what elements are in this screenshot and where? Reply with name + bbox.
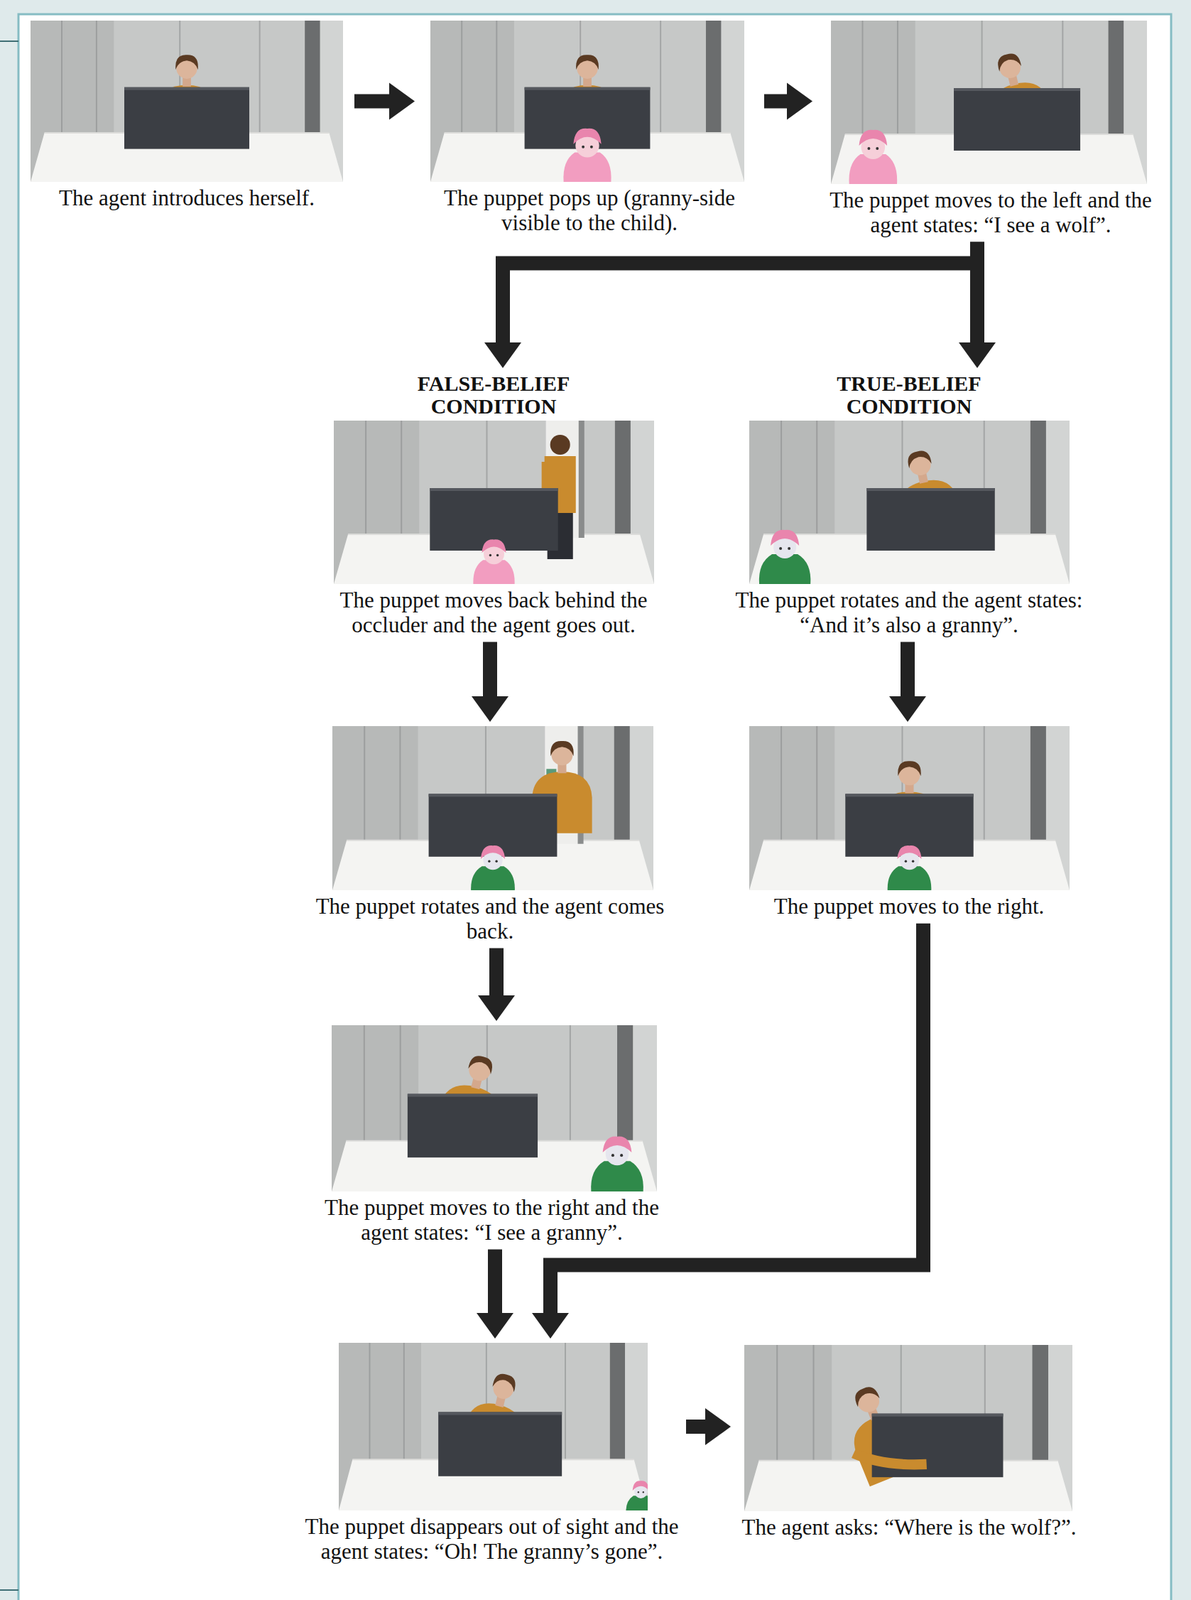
arrow-shaft <box>970 241 985 344</box>
arrow-shaft <box>900 641 915 698</box>
arrow-head <box>476 1312 514 1339</box>
step-caption: The puppet moves to the right and the ag… <box>298 1195 686 1245</box>
photo-area <box>731 725 1087 890</box>
arrow-shaft <box>686 1418 707 1434</box>
step-caption: The puppet rotates and the agent states:… <box>724 588 1094 638</box>
arrow-head <box>958 342 996 368</box>
arrow-head <box>889 695 927 722</box>
photo-area <box>419 20 760 182</box>
arrow-head <box>389 83 415 121</box>
step-caption: The agent asks: “Where is the wolf?”. <box>735 1514 1084 1540</box>
photo-area <box>724 420 1094 584</box>
photo-area <box>301 1342 682 1510</box>
arrow-shaft <box>354 94 391 109</box>
photo-area <box>308 725 672 890</box>
condition-heading: FALSE-BELIEF CONDITION <box>383 372 604 421</box>
arrow-head <box>477 994 515 1021</box>
condition-heading: TRUE-BELIEF CONDITION <box>798 372 1020 421</box>
flow-arrow <box>484 241 978 368</box>
arrow-shaft <box>502 241 978 344</box>
photo-step: The puppet rotates and the agent comes b… <box>308 725 672 944</box>
arrow-shaft <box>482 641 498 698</box>
arrow-head <box>786 83 813 121</box>
arrow-shaft <box>489 947 504 997</box>
step-caption: The puppet moves to the left and the age… <box>816 188 1165 238</box>
step-caption: The puppet pops up (granny-side visible … <box>419 186 760 236</box>
photo-area <box>816 20 1165 184</box>
photo-step: The agent asks: “Where is the wolf?”. <box>735 1344 1084 1540</box>
photo-step: The puppet pops up (granny-side visible … <box>419 20 760 236</box>
flow-arrow <box>476 1248 514 1339</box>
step-caption: The puppet disappears out of sight and t… <box>301 1514 682 1564</box>
flow-arrow <box>889 641 927 722</box>
photo-step: FALSE-BELIEF CONDITION The puppet moves b… <box>301 372 686 638</box>
photo-area <box>298 1024 686 1191</box>
arrow-head <box>531 1312 569 1339</box>
photo-area <box>735 1344 1084 1511</box>
flow-arrow <box>531 923 924 1339</box>
photo-area <box>23 20 351 182</box>
photo-step: The agent introduces herself. <box>23 20 351 211</box>
flow-arrow <box>958 241 996 368</box>
photo-step: The puppet moves to the right. <box>731 725 1087 919</box>
flow-arrow <box>471 641 509 722</box>
step-caption: The agent introduces herself. <box>23 186 351 211</box>
photo-step: TRUE-BELIEF CONDITION The puppet rotates … <box>724 372 1094 638</box>
photo-step: The puppet moves to the left and the age… <box>816 20 1165 238</box>
flow-arrow <box>686 1407 731 1445</box>
flow-arrow <box>764 83 813 121</box>
arrow-head <box>471 695 509 722</box>
step-caption: The puppet rotates and the agent comes b… <box>308 894 672 944</box>
flow-arrow <box>477 947 515 1021</box>
photo-area <box>301 420 686 584</box>
step-caption: The puppet moves to the right. <box>731 894 1087 919</box>
arrow-head <box>484 342 522 368</box>
photo-step: The puppet disappears out of sight and t… <box>301 1342 682 1564</box>
step-caption: The puppet moves back behind the occlude… <box>301 588 686 638</box>
flow-arrow <box>354 83 415 121</box>
arrow-shaft <box>487 1248 503 1314</box>
arrow-shaft <box>550 923 924 1314</box>
arrow-shaft <box>764 94 789 109</box>
photo-step: The puppet moves to the right and the ag… <box>298 1024 686 1245</box>
arrow-head <box>705 1407 731 1445</box>
